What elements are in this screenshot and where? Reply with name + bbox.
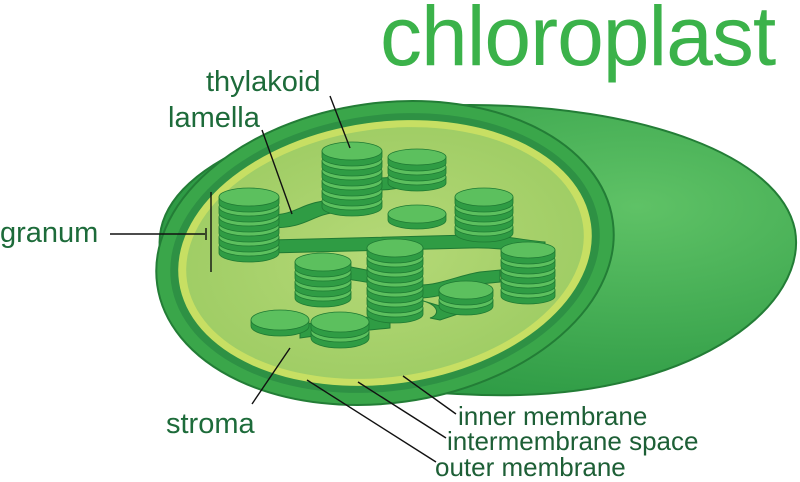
granum-stack: [438, 280, 494, 316]
leader-stroma: [251, 347, 291, 405]
granum-stack: [366, 238, 424, 324]
thylakoid-disc: [321, 141, 383, 167]
leader-lines: [110, 95, 457, 463]
granum-stack: [310, 311, 370, 349]
granum-stack: [218, 187, 280, 263]
grana-group: [218, 141, 556, 349]
label-stroma: stroma: [166, 408, 255, 440]
thylakoid-disc: [310, 311, 370, 339]
thylakoid-disc: [438, 280, 494, 306]
thylakoid-disc: [218, 187, 280, 213]
label-thylakoid: thylakoid: [206, 66, 321, 98]
thylakoid-disc: [454, 187, 514, 213]
granum-stack: [321, 141, 383, 217]
leader-inner-membrane: [402, 375, 457, 415]
granum-stack: [294, 252, 352, 308]
thylakoid-disc: [250, 309, 310, 337]
granum-stack: [387, 148, 447, 192]
label-outer-membrane: outer membrane: [435, 452, 626, 482]
leader-outer-membrane: [306, 379, 437, 463]
granum-stack: [387, 204, 447, 230]
thylakoid-disc: [366, 238, 424, 264]
leader-lamella: [261, 129, 293, 215]
granum-stack: [454, 187, 514, 243]
granum-stack: [500, 241, 556, 305]
granum-stack: [250, 309, 310, 337]
label-inner-membrane: inner membrane: [458, 401, 648, 431]
diagram-title: chloroplast: [380, 0, 776, 83]
thylakoid-disc: [387, 148, 447, 172]
thylakoid-disc: [294, 252, 352, 278]
leader-intermembrane-space: [357, 381, 447, 439]
label-intermembrane-space: intermembrane space: [447, 426, 699, 456]
label-granum: granum: [0, 217, 99, 249]
label-lamella: lamella: [168, 102, 260, 134]
thylakoid-disc: [500, 241, 556, 265]
thylakoid-disc: [387, 204, 447, 230]
leader-thylakoid: [329, 95, 351, 149]
